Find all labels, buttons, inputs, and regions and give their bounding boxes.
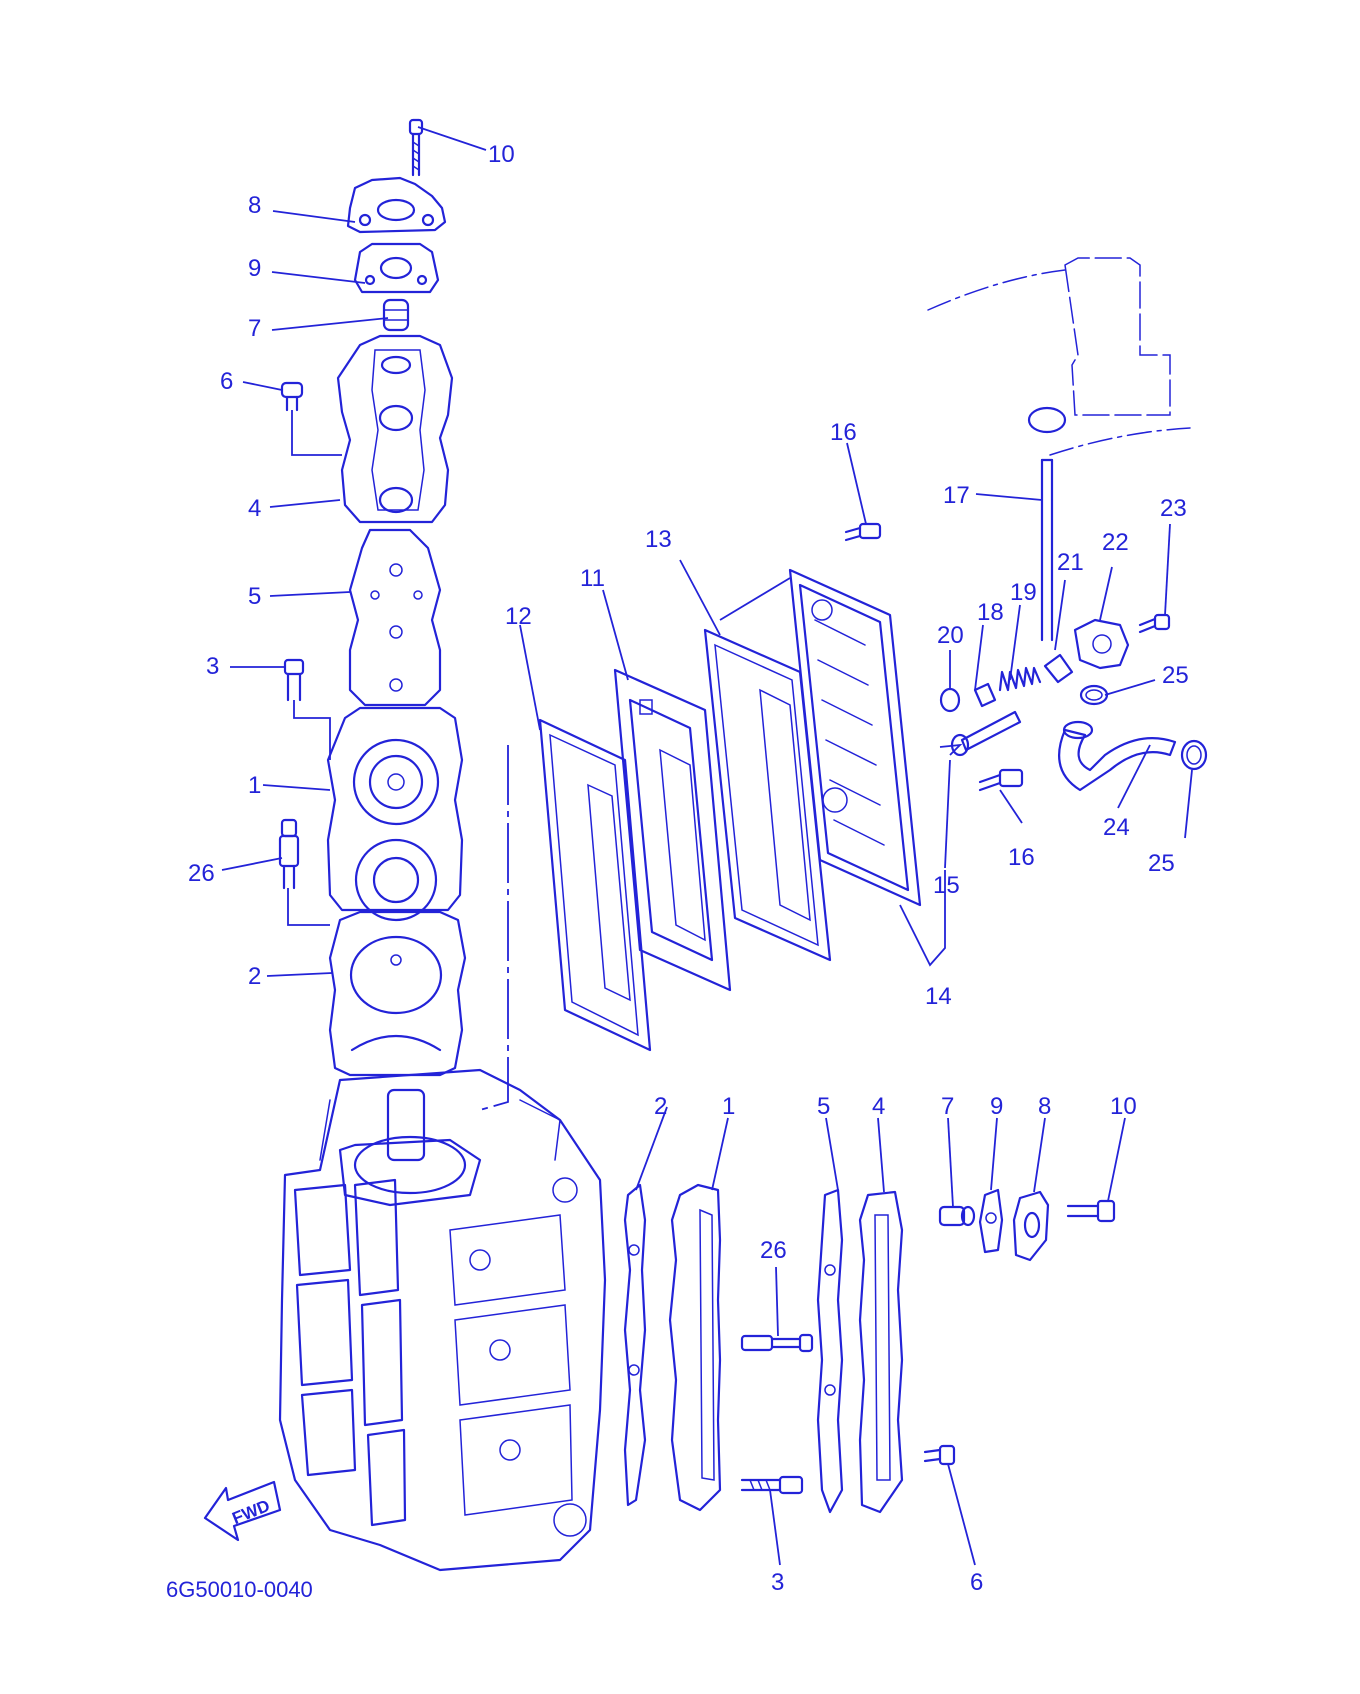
exhaust-inner-cover-11	[613, 668, 732, 992]
bolt-6-top	[280, 381, 304, 412]
callout-26-top: 26	[188, 860, 215, 887]
callout-1-top: 1	[248, 772, 261, 799]
bolt-10-top	[408, 118, 424, 177]
screw-3-bottom	[740, 1475, 804, 1495]
callout-24: 24	[1103, 814, 1130, 841]
fwd-label: FWD	[230, 1496, 273, 1528]
phantom-outline	[927, 257, 1191, 456]
gasket-2-top	[328, 910, 467, 1077]
callout-10-bottom: 10	[1110, 1093, 1137, 1120]
valve-7-bottom	[938, 1205, 976, 1227]
hose-24	[1058, 720, 1177, 792]
callout-15: 15	[933, 872, 960, 899]
callout-1-bottom: 1	[722, 1093, 735, 1120]
callout-7-top: 7	[248, 315, 261, 342]
callout-21: 21	[1057, 549, 1084, 576]
callout-23: 23	[1160, 495, 1187, 522]
cover-4-bottom	[858, 1190, 904, 1514]
callout-11: 11	[580, 565, 605, 592]
callout-16-lower: 16	[1008, 844, 1035, 871]
bolt-16-upper	[844, 522, 882, 542]
valve-7-top	[382, 298, 410, 332]
callout-8-top: 8	[248, 192, 261, 219]
callout-9-bottom: 9	[990, 1093, 1003, 1120]
cover-8-bottom	[1012, 1190, 1050, 1262]
callout-5-bottom: 5	[817, 1093, 830, 1120]
callout-2-bottom: 2	[654, 1093, 667, 1120]
callout-26-bottom: 26	[760, 1237, 787, 1264]
rod-17	[1027, 406, 1067, 642]
callout-7-bottom: 7	[941, 1093, 954, 1120]
cover-8-top	[346, 176, 447, 234]
callout-9-top: 9	[248, 255, 261, 282]
callout-4-top: 4	[248, 495, 261, 522]
callout-20: 20	[937, 622, 964, 649]
clamp-25-upper	[1079, 684, 1109, 706]
callout-6-bottom: 6	[970, 1569, 983, 1596]
callout-14: 14	[925, 983, 952, 1010]
drawing-code: 6G50010-0040	[166, 1577, 313, 1602]
gasket-13	[703, 628, 832, 962]
callout-6-top: 6	[220, 368, 233, 395]
gasket-9-bottom	[978, 1188, 1004, 1254]
callout-25-lower: 25	[1148, 850, 1175, 877]
callout-13: 13	[645, 526, 672, 553]
callout-8-bottom: 8	[1038, 1093, 1051, 1120]
bolt-6-bottom	[923, 1444, 956, 1466]
thermostat-parts	[939, 653, 1074, 757]
callout-4-bottom: 4	[872, 1093, 885, 1120]
plug-26-bottom	[740, 1333, 814, 1353]
fwd-arrow-icon: FWD	[203, 1480, 282, 1542]
block-1-bottom	[668, 1183, 722, 1512]
callout-18: 18	[977, 599, 1004, 626]
callout-25-upper: 25	[1162, 662, 1189, 689]
bolt-10-bottom	[1066, 1199, 1116, 1223]
bolt-16-lower	[978, 768, 1024, 792]
callout-10-top: 10	[488, 141, 515, 168]
gasket-5-bottom	[816, 1188, 844, 1514]
callout-19: 19	[1010, 579, 1037, 606]
gasket-5-top	[348, 528, 442, 707]
gasket-2-bottom	[623, 1183, 647, 1507]
exhaust-outer-cover-14	[788, 568, 922, 907]
callout-17: 17	[943, 482, 970, 509]
engine-block	[278, 1068, 607, 1572]
callout-3-bottom: 3	[771, 1569, 784, 1596]
callout-3-top: 3	[206, 653, 219, 680]
cover-4-top	[336, 334, 454, 524]
gasket-12	[538, 718, 652, 1052]
clamp-25-lower	[1180, 739, 1208, 771]
leader-lines	[221, 126, 1193, 1566]
callout-16-upper: 16	[830, 419, 857, 446]
callout-2-top: 2	[248, 963, 261, 990]
callout-5-top: 5	[248, 583, 261, 610]
housing-22	[1073, 618, 1130, 670]
callout-labels: 10 8 9 7 6 4 5 3 1 26 2 12 11 13 16 17 1…	[188, 141, 1189, 1596]
plug-26-top	[278, 818, 300, 890]
screw-3-top	[283, 658, 305, 702]
block-1-top	[326, 706, 464, 922]
gasket-9-top	[353, 242, 440, 294]
bolt-23	[1138, 613, 1171, 634]
callout-22: 22	[1102, 529, 1129, 556]
callout-12: 12	[505, 603, 532, 630]
